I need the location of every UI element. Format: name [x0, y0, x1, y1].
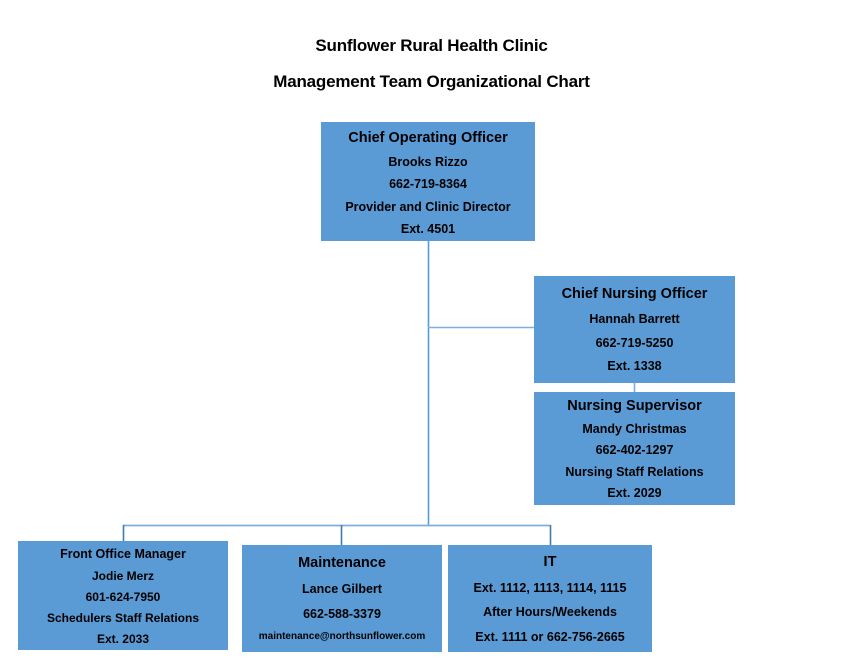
node-phone: 662-719-5250 — [595, 335, 674, 350]
node-it[interactable]: IT Ext. 1112, 1113, 1114, 1115 After Hou… — [448, 545, 652, 652]
node-role-note: Nursing Staff Relations — [565, 464, 704, 479]
node-title: Chief Operating Officer — [348, 129, 508, 146]
node-extension: Ext. 2029 — [607, 486, 662, 500]
node-person-name: Jodie Merz — [91, 568, 154, 583]
page-title: Sunflower Rural Health Clinic — [315, 36, 548, 55]
node-after-hours-label: After Hours/Weekends — [483, 605, 617, 620]
node-phone: 662-402-1297 — [595, 443, 674, 457]
node-chief-operating-officer[interactable]: Chief Operating Officer Brooks Rizzo 662… — [321, 122, 535, 241]
node-extension: Ext. 4501 — [400, 222, 456, 236]
node-extensions: Ext. 1112, 1113, 1114, 1115 — [473, 580, 627, 595]
node-after-hours-contact: Ext. 1111 or 662-756-2665 — [475, 629, 625, 644]
node-chief-nursing-officer[interactable]: Chief Nursing Officer Hannah Barrett 662… — [534, 276, 735, 383]
node-person-name: Brooks Rizzo — [388, 154, 468, 169]
node-title: Chief Nursing Officer — [561, 286, 708, 303]
node-role-note: Schedulers Staff Relations — [46, 610, 200, 625]
node-title: Front Office Manager — [60, 546, 186, 561]
node-person-name: Mandy Christmas — [582, 421, 687, 436]
node-front-office-manager[interactable]: Front Office Manager Jodie Merz 601-624-… — [18, 541, 228, 650]
node-nursing-supervisor[interactable]: Nursing Supervisor Mandy Christmas 662-4… — [534, 392, 735, 505]
node-phone: 601-624-7950 — [85, 589, 161, 604]
node-person-name: Hannah Barrett — [589, 312, 680, 327]
node-extension: Ext. 2033 — [96, 631, 150, 646]
node-title: IT — [543, 553, 557, 570]
node-phone: 662-588-3379 — [303, 606, 381, 621]
node-phone: 662-719-8364 — [389, 177, 467, 191]
node-title: Maintenance — [298, 555, 386, 571]
node-person-name: Lance Gilbert — [302, 582, 382, 596]
node-extension: Ext. 1338 — [607, 359, 662, 374]
node-maintenance[interactable]: Maintenance Lance Gilbert 662-588-3379 m… — [242, 545, 442, 652]
node-role-note: Provider and Clinic Director — [345, 199, 511, 214]
node-title: Nursing Supervisor — [567, 397, 702, 414]
node-email: maintenance@northsunflower.com — [258, 631, 426, 642]
page-subtitle: Management Team Organizational Chart — [273, 72, 590, 91]
